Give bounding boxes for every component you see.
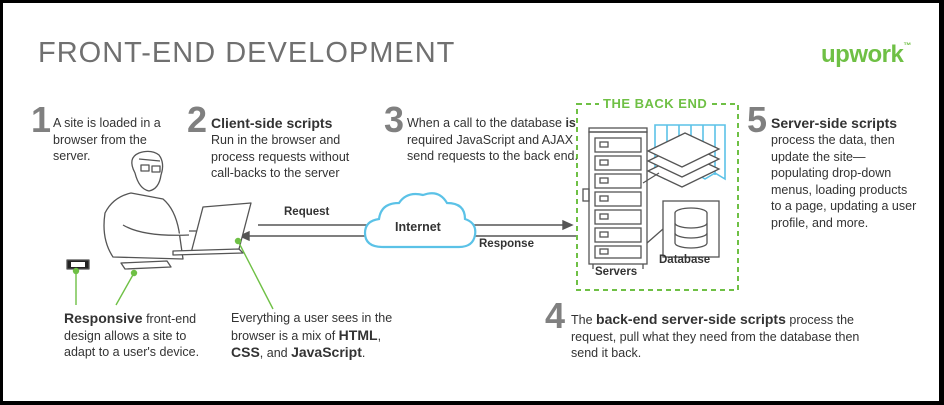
browser-css: CSS [231,344,260,360]
browser-and: , and [259,346,292,360]
step-2-number: 2 [187,99,208,140]
browser-text-a: Everything a user sees in the browser is… [231,311,393,343]
browser-mix-text: Everything a user sees in the browser is… [231,310,409,362]
responsive-bold: Responsive [64,310,143,326]
request-label: Request [284,206,330,218]
server-rack-icon [582,127,648,269]
step-4-text-a: The [571,313,597,327]
step-1-text: A site is loaded in a browser from the s… [53,116,161,163]
step-2-heading: Client-side scripts [211,115,333,131]
servers-label: Servers [595,266,638,278]
responsive-text: Responsive front-end design allows a sit… [64,310,214,361]
step-5-heading: Server-side scripts [771,115,898,131]
page-title: FRONT-END DEVELOPMENT [38,37,456,69]
step-3-text-b: required JavaScript and AJAX send reques… [407,132,578,164]
logo-trademark: ™ [903,41,911,50]
database-label: Database [659,254,711,266]
step-3-text: When a call to the database is required … [407,115,579,165]
person-laptop-icon [66,150,252,270]
step-5-number: 5 [747,99,768,140]
browser-end: . [361,346,366,360]
internet-cloud-icon [363,192,477,249]
illustration [66,103,739,310]
infographic-card: FRONT-END DEVELOPMENT upwork™ [3,3,939,401]
responsive-text-body: front-end design allows a site to adapt … [64,312,200,359]
browser-js: JavaScript [291,344,362,360]
database-icon [646,200,720,258]
pointer-lines [72,237,274,310]
step-3-text-bold: is [565,116,576,130]
step-4-text-bold: back-end server-side scripts [596,311,786,327]
step-4-number: 4 [545,295,566,336]
browser-html: HTML [338,326,378,343]
step-1-number: 1 [31,99,52,140]
back-end-title: THE BACK END [599,96,712,111]
documents-icon [646,132,721,188]
step-4-text-b: process the request, pull what they need… [571,313,860,360]
step-3-text-a: When a call to the database [407,116,566,130]
back-end-box [576,103,739,291]
response-label: Response [479,238,534,250]
step-5-text: process the data, then update the site—p… [771,133,917,230]
upwork-logo[interactable]: upwork™ [821,41,911,69]
logo-text: upwork [821,41,904,68]
step-2-text: Run in the browser and process requests … [211,133,350,180]
step-3-number: 3 [384,99,405,140]
browser-comma: , [377,328,382,343]
step-4-text: The back-end server-side scripts process… [571,311,861,362]
internet-label: Internet [395,220,441,234]
